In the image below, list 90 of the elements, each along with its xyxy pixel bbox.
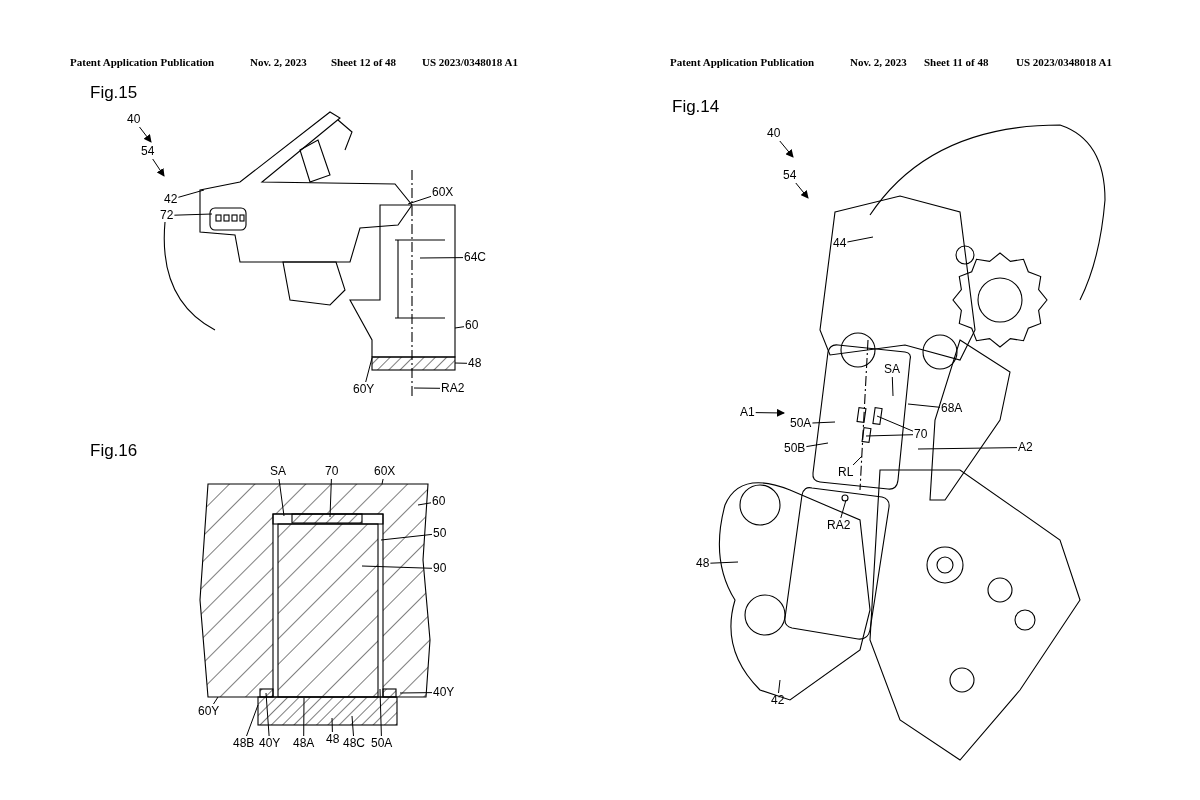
callout-label: 48 (326, 733, 340, 746)
callout-label: 54 (141, 145, 155, 158)
leader-line (331, 717, 333, 733)
callout-label: 70 (914, 428, 928, 441)
figure-title: Fig.16 (90, 442, 138, 460)
header-text: Sheet 12 of 48 (331, 56, 397, 68)
callout-label: 40 (767, 127, 781, 140)
header-text: Patent Application Publication (70, 56, 215, 68)
callout-label: RL (838, 466, 854, 479)
callout-label: 48 (468, 357, 482, 370)
leader-line (365, 357, 373, 383)
callout-label: SA (884, 363, 900, 376)
figure-title: Fig.15 (90, 84, 138, 102)
callout-label: A2 (1018, 441, 1033, 454)
leader-line (805, 442, 829, 448)
reference-arrow (152, 158, 165, 177)
leader-line (173, 213, 213, 216)
reference-arrow (779, 140, 794, 158)
leader-line (381, 478, 384, 485)
leader-line (454, 326, 465, 329)
leader-line (303, 697, 305, 737)
callout-label: 50A (371, 737, 393, 750)
callout-label: 42 (771, 694, 785, 707)
leader-line (876, 415, 914, 432)
callout-label: 72 (160, 209, 174, 222)
leader-line (379, 688, 382, 737)
callout-label: 40Y (259, 737, 281, 750)
leader-line (351, 715, 354, 737)
callout-label: 70 (325, 465, 339, 478)
figure-title: Fig.14 (672, 98, 720, 116)
callout-label: 50 (433, 527, 447, 540)
reference-arrow (755, 408, 785, 417)
leader-line (852, 455, 863, 466)
rear-derailleur-perspective-drawing (718, 124, 1106, 761)
callout-label: 60Y (198, 705, 220, 718)
callout-label: 48 (696, 557, 710, 570)
callout-label: 42 (164, 193, 178, 206)
leader-line (840, 499, 847, 519)
leader-line (265, 692, 270, 737)
leader-line (917, 447, 1018, 450)
leader-line (709, 561, 739, 564)
leader-line (329, 478, 332, 518)
callout-label: 60 (432, 495, 446, 508)
leader-line (213, 696, 219, 705)
callout-label: 48A (293, 737, 315, 750)
callout-label: 40 (127, 113, 141, 126)
header-text: US 2023/0348018 A1 (1016, 56, 1112, 68)
callout-label: SA (270, 465, 286, 478)
leader-line (865, 434, 914, 437)
leader-line (361, 565, 433, 569)
leader-line (907, 403, 941, 408)
callout-label: 60X (432, 186, 454, 199)
leader-line (419, 257, 464, 259)
header-text: Nov. 2, 2023 (250, 56, 307, 68)
callout-label: 60X (374, 465, 396, 478)
callout-label: 48B (233, 737, 255, 750)
header-text: Patent Application Publication (670, 56, 815, 68)
leader-line (778, 679, 781, 694)
reference-arrow (795, 182, 809, 199)
callout-label: 44 (833, 237, 847, 250)
leader-line (811, 421, 836, 424)
header-text: Sheet 11 of 48 (924, 56, 989, 68)
callout-label: 90 (433, 562, 447, 575)
callout-label: RA2 (441, 382, 465, 395)
callout-label: 64C (464, 251, 486, 264)
leader-line (846, 236, 874, 243)
callout-label: 48C (343, 737, 365, 750)
leader-line (278, 478, 285, 517)
callout-label: 40Y (433, 686, 455, 699)
sectional-view-drawing (199, 483, 431, 726)
leader-line (246, 704, 259, 737)
callout-label: 54 (783, 169, 797, 182)
leader-line (454, 362, 468, 364)
leader-line (417, 502, 432, 506)
reference-arrow (139, 126, 152, 143)
leader-line (413, 387, 441, 389)
callout-label: 60 (465, 319, 479, 332)
leader-line (177, 189, 205, 198)
callout-label: 68A (941, 402, 963, 415)
callout-label: 50A (790, 417, 812, 430)
callout-label: 50B (784, 442, 806, 455)
callout-label: 60Y (353, 383, 375, 396)
leader-line (407, 195, 432, 205)
header-text: US 2023/0348018 A1 (422, 56, 518, 68)
leader-line (399, 692, 433, 694)
leader-line (380, 533, 433, 541)
callout-label: A1 (740, 406, 755, 419)
header-text: Nov. 2, 2023 (850, 56, 907, 68)
callout-label: RA2 (827, 519, 851, 532)
leader-line (891, 376, 894, 397)
